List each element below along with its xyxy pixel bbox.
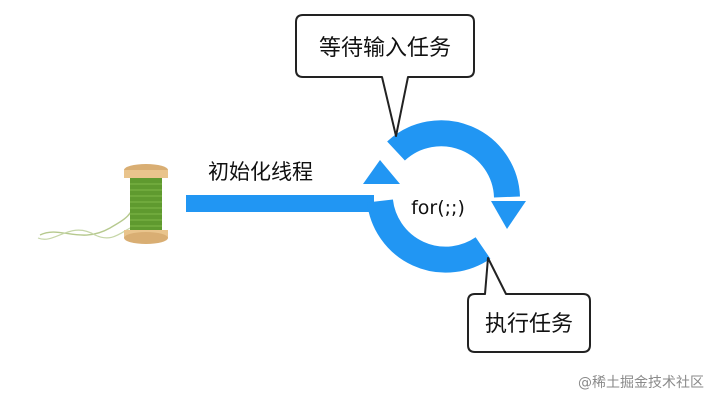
loop-arc-bottom [367, 199, 491, 273]
loop-arc-top [387, 120, 520, 198]
init-thread-arrow [186, 195, 374, 212]
execute-task-label: 执行任务 [485, 312, 573, 337]
execute-task-bubble: 执行任务 [467, 257, 591, 353]
event-loop-ring [367, 120, 520, 273]
wait-input-label: 等待输入任务 [319, 36, 451, 61]
loop-arrowhead-left [363, 160, 400, 184]
loop-arrowhead-right [491, 201, 526, 229]
wait-input-bubble: 等待输入任务 [295, 14, 475, 137]
loop-label: for(;;) [411, 197, 465, 219]
watermark: @稀土掘金技术社区 [578, 375, 704, 391]
init-thread-label: 初始化线程 [208, 160, 313, 184]
thread-spool-icon [37, 164, 168, 244]
